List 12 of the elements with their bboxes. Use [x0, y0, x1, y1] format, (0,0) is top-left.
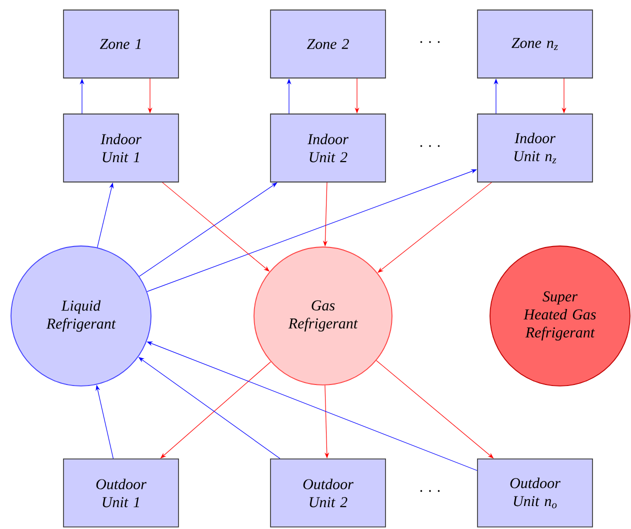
ellipsis: · · · [420, 490, 440, 492]
process-box: Outdoor Unit 1 [63, 458, 179, 528]
process-box: Zone 1 [63, 10, 179, 78]
ellipsis: · · · [420, 145, 440, 147]
process-box: Outdoor Unit n$_{o}$ [477, 458, 593, 528]
process-box: Indoor Unit 2 [270, 114, 386, 182]
process-box: Indoor Unit 1 [63, 114, 179, 182]
process-box: Zone n$_{z}$ [477, 10, 593, 78]
ellipsis: · · · [420, 41, 440, 43]
process-box: Outdoor Unit 2 [270, 458, 386, 528]
process-box: Indoor Unit n$_{z}$ [477, 114, 593, 182]
process-box: Zone 2 [270, 10, 386, 78]
